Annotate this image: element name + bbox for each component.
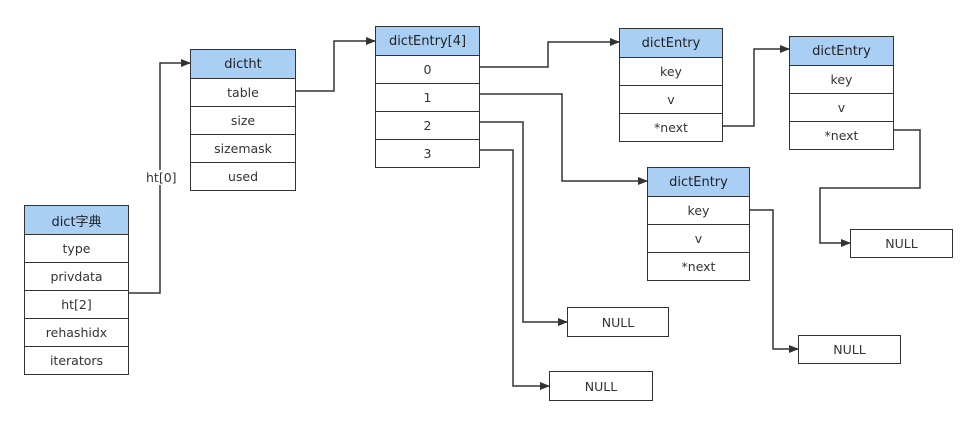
edge-slot0-to-entry-a — [480, 38, 620, 68]
dict-entry-c-title: dictEntry — [790, 37, 893, 65]
dict-entry-a: dictEntry key v *next — [619, 28, 723, 142]
entry-table: dictEntry[4] 0 1 2 3 — [375, 26, 480, 168]
entry-table-slot-2: 2 — [376, 111, 479, 139]
dictht-struct: dictht table size sizemask used — [190, 49, 296, 191]
edge-slot1-to-entry-b — [480, 93, 648, 185]
dictht-title: dictht — [191, 50, 295, 78]
edge-table-to-entries — [296, 37, 376, 92]
dict-field-ht: ht[2] — [25, 290, 128, 318]
dict-field-privdata: privdata — [25, 262, 128, 290]
dict-entry-b-title: dictEntry — [648, 168, 749, 196]
entry-table-title: dictEntry[4] — [376, 27, 479, 55]
dictht-field-sizemask: sizemask — [191, 134, 295, 162]
dict-entry-a-next: *next — [620, 113, 722, 141]
null-box-1: NULL — [850, 229, 953, 258]
edge-slot2-to-null — [480, 121, 568, 326]
dict-entry-c-key: key — [790, 65, 893, 93]
null-box-3: NULL — [798, 335, 901, 364]
dictht-field-used: used — [191, 162, 295, 190]
dict-entry-c-next: *next — [790, 121, 893, 149]
dict-entry-b-key: key — [648, 196, 749, 224]
dictht-field-table: table — [191, 78, 295, 106]
null-box-2: NULL — [567, 307, 669, 337]
dict-title: dict字典 — [25, 206, 128, 234]
dict-field-iterators: iterators — [25, 346, 128, 374]
dict-field-type: type — [25, 234, 128, 262]
edge-label-ht0: ht[0] — [146, 170, 177, 185]
dict-entry-c-value: v — [790, 93, 893, 121]
dictht-field-size: size — [191, 106, 295, 134]
entry-table-slot-0: 0 — [376, 55, 479, 83]
dict-entry-b-next: *next — [648, 252, 749, 280]
dict-entry-c: dictEntry key v *next — [789, 36, 894, 150]
edge-slot3-to-null — [480, 149, 550, 390]
dict-field-rehashidx: rehashidx — [25, 318, 128, 346]
dict-entry-a-value: v — [620, 85, 722, 113]
entry-table-slot-1: 1 — [376, 83, 479, 111]
dict-entry-a-key: key — [620, 57, 722, 85]
entry-table-slot-3: 3 — [376, 139, 479, 167]
null-box-4: NULL — [549, 371, 653, 401]
dict-struct: dict字典 type privdata ht[2] rehashidx ite… — [24, 205, 129, 375]
dict-entry-b: dictEntry key v *next — [647, 167, 750, 281]
edge-entry-a-next-to-entry-b — [723, 45, 790, 127]
dict-entry-b-value: v — [648, 224, 749, 252]
edge-entry-b-key-to-null — [750, 209, 799, 353]
dict-entry-a-title: dictEntry — [620, 29, 722, 57]
edge-entry-c-next-to-null — [819, 129, 921, 247]
